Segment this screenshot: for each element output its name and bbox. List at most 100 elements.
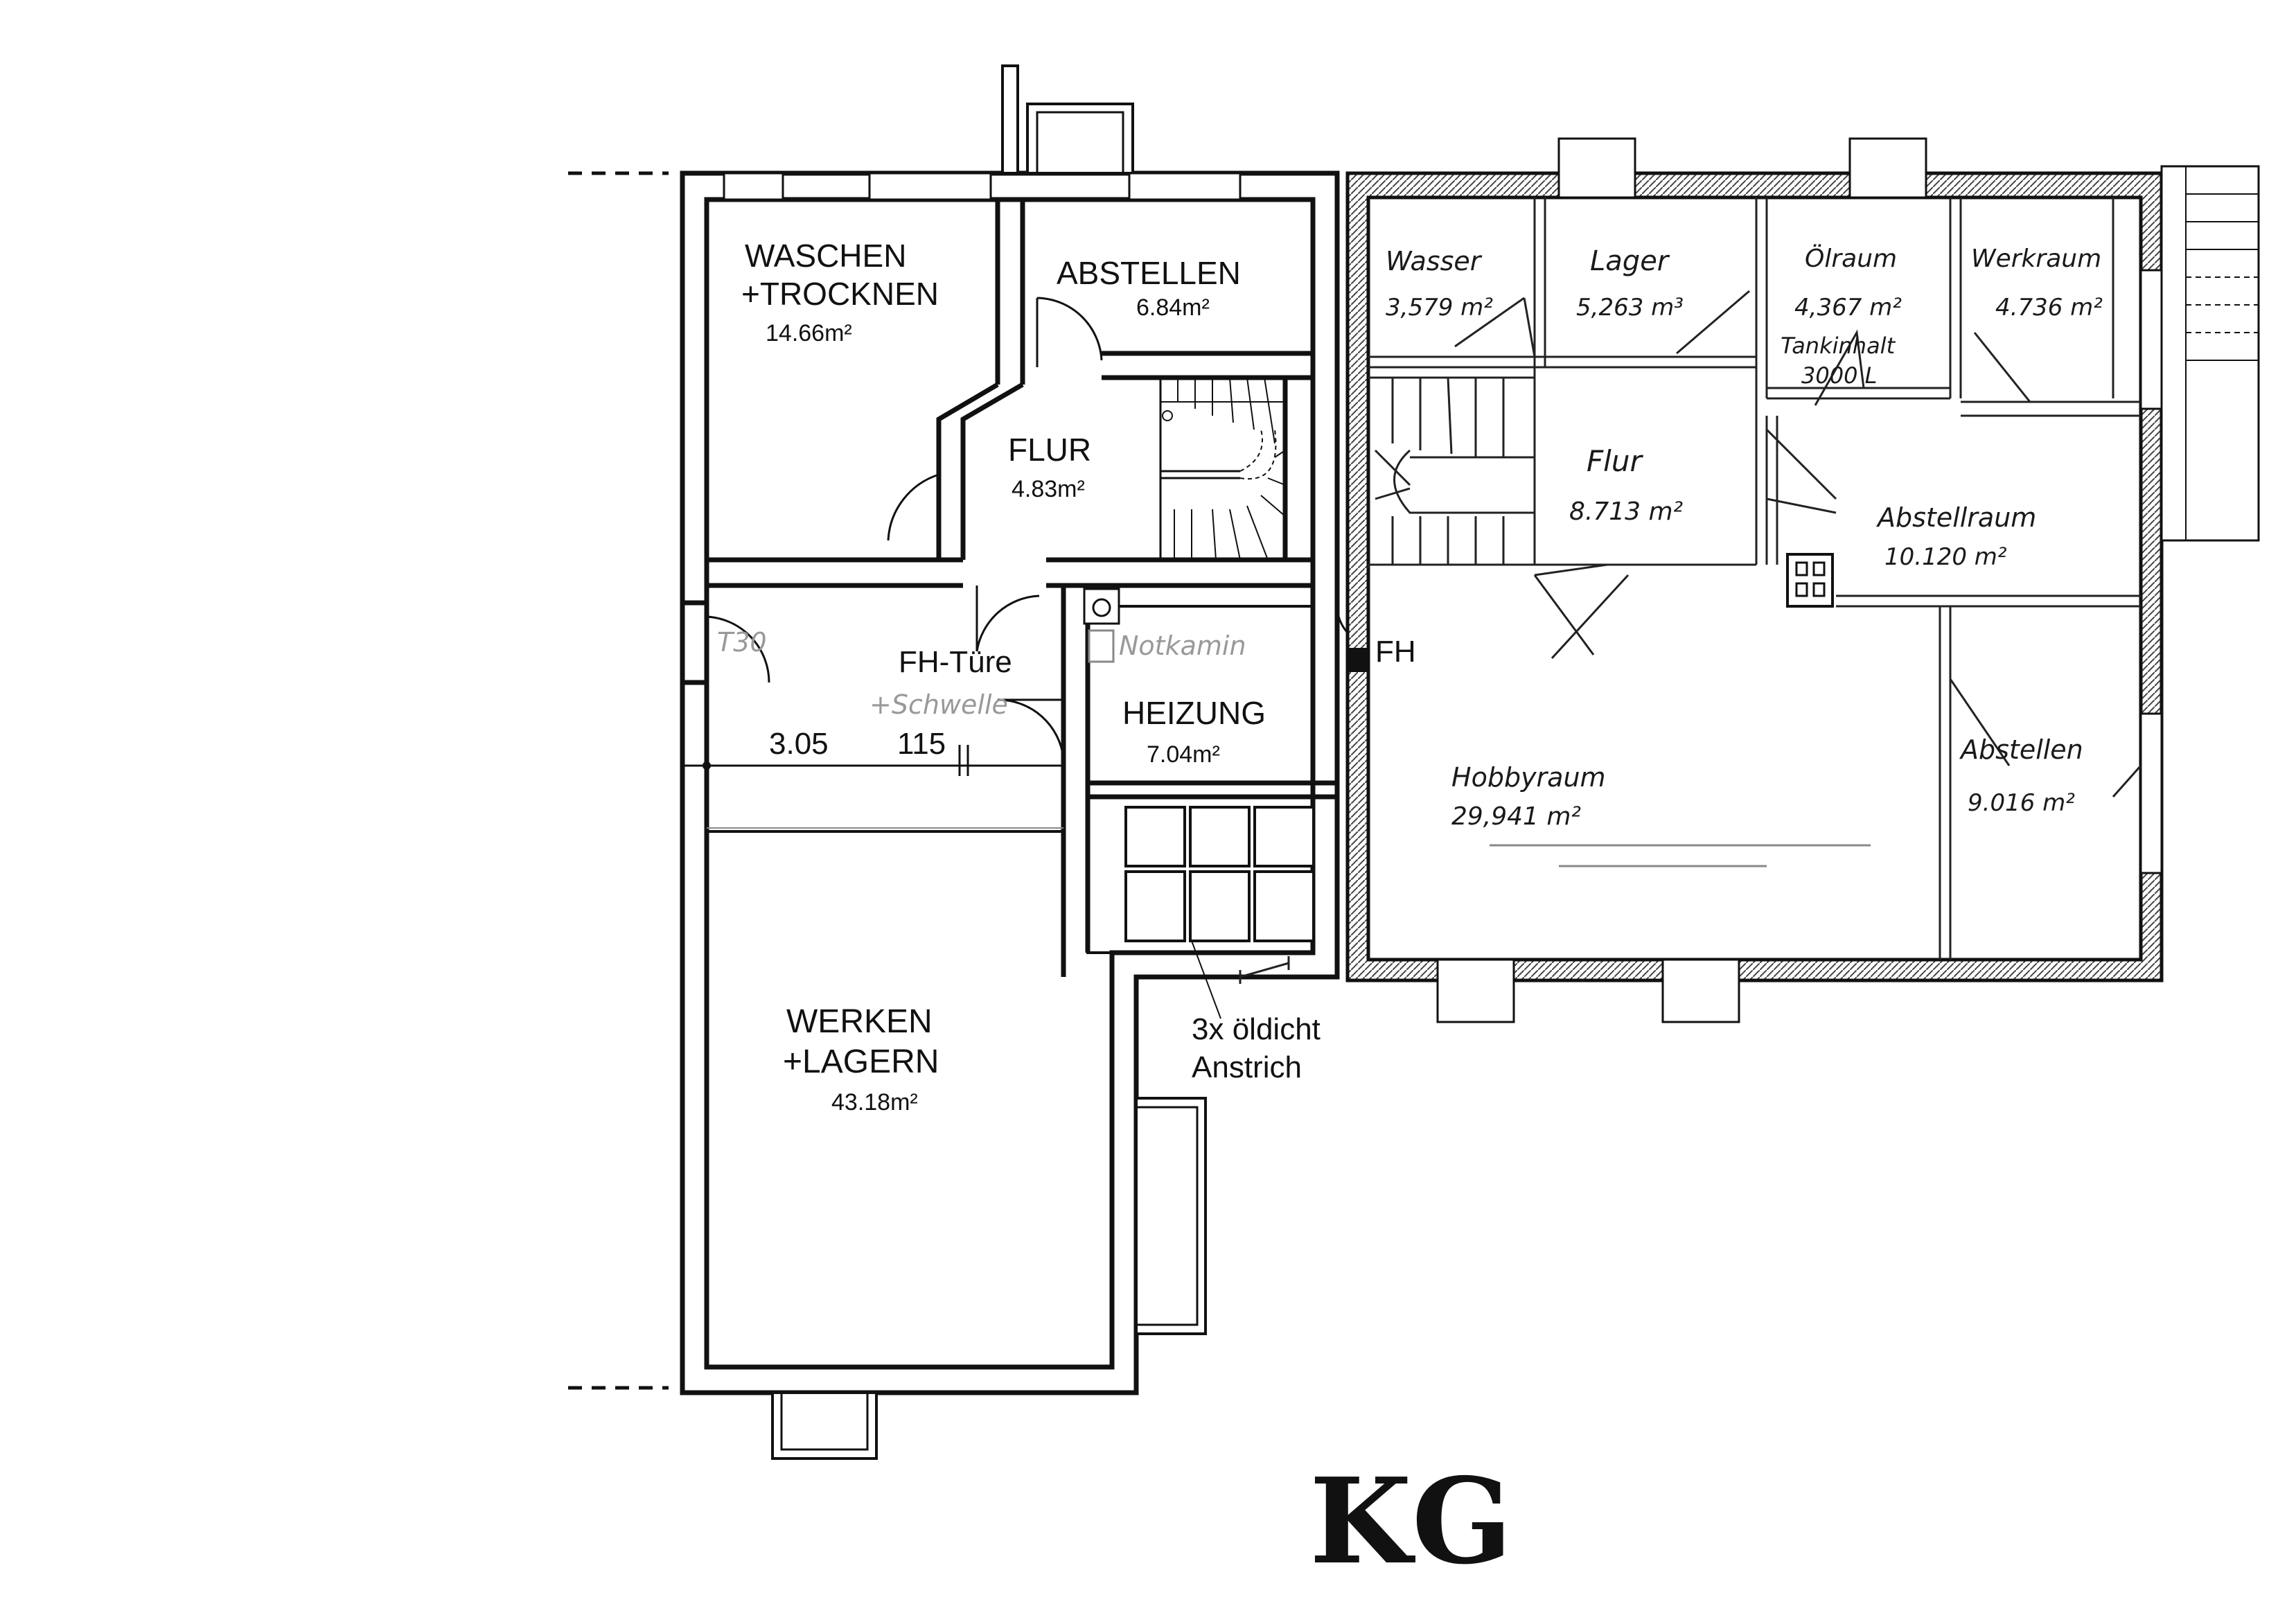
room-area-heizung: 7.04m² [1147,741,1220,768]
label-fh-tuere: FH-Türe [899,645,1012,679]
wall-stair [1282,378,1316,560]
plan-label-kg: KG [1309,1452,1512,1591]
wall-flur-angled [936,382,1024,560]
wall-flur-bottom [1046,557,1313,588]
room-area-lager: 5,263 m³ [1576,294,1684,321]
tank-hand-line [1239,956,1290,984]
chimney-top [1001,64,1019,175]
room-name-flur2: Flur [1587,444,1643,478]
window-top-lager [1557,137,1636,199]
window-inner-top [1036,111,1124,175]
hobby-smudge [1490,844,1871,867]
staircase-left [1159,376,1287,561]
door-waschen [887,473,940,547]
chimney-right-flue-4 [1812,582,1826,597]
room-name-waschen: WASCHEN [745,238,906,274]
room-area-abstellraum: 10.120 m² [1884,543,2007,571]
oil-coat-leader [1191,940,1221,1019]
wall-abstellraum [1765,416,2141,608]
room-name-waschen-2: +TROCKNEN [741,276,939,312]
label-oil-coat-1: 3x öldicht [1192,1012,1321,1046]
room-area-abstellen: 6.84m² [1136,294,1210,321]
door-werkraum [1973,332,2031,403]
door-fh-flur [975,585,1040,652]
room-name-hobbyraum: Hobbyraum [1451,762,1606,793]
label-notkamin: Notkamin [1119,631,1246,661]
room-name-flur: FLUR [1008,432,1091,468]
door-flur-right [1533,563,1630,660]
window-bottom-hobby-1 [1436,958,1515,1023]
dimension-305: 3.05 [769,727,829,761]
fh-door-block [1348,648,1368,672]
label-fh-right: FH [1375,635,1416,669]
room-area-hobbyraum: 29,941 m² [1451,802,1581,831]
room-area-werkraum: 4.736 m² [1995,294,2103,321]
dimension-line [682,745,1063,829]
room-name-heizung: HEIZUNG [1122,695,1266,731]
door-oelraum [1814,329,1865,406]
labels-left: WASCHEN +TROCKNEN 14.66m² ABSTELLEN 6.84… [717,238,1416,1116]
boiler-symbol [1083,588,1120,625]
door-abstellen-right [1949,678,2142,797]
wall-flur-right [1367,416,1758,568]
staircase-right [1368,376,1535,566]
window-top-abstellen-2 [1128,172,1242,201]
chimney-right-flue-3 [1812,561,1826,576]
oelraum-tank-2: 3000 L [1801,362,1877,389]
wall-corridor-left [682,600,709,685]
door-abstellen [1036,297,1103,367]
wall-waschen-right [995,200,1025,385]
room-name-werken: WERKEN [786,1003,933,1040]
left-wing [568,64,1366,1460]
label-oil-coat-2: Anstrich [1192,1050,1302,1084]
label-schwelle: +Schwelle [869,689,1008,720]
window-inner-right [1135,1106,1199,1326]
room-name-wasser: Wasser [1386,246,1483,276]
chimney-right-flue-1 [1795,561,1808,576]
room-name-oelraum: Ölraum [1805,244,1897,273]
right-wing [1345,137,2260,1023]
outer-wall-left [680,170,1340,1395]
window-top-waschen-2 [868,172,992,201]
window-bottom-hobby-2 [1661,958,1740,1023]
room-area-oelraum: 4,367 m² [1794,294,1902,321]
room-area-wasser: 3,579 m² [1386,294,1493,321]
dimension-115: 115 [897,727,946,761]
notkamin-symbol [1088,629,1115,663]
chimney-right-flue-2 [1795,582,1808,597]
window-inner-bottom [780,1391,869,1451]
room-area-waschen: 14.66m² [766,320,852,346]
wall-abstellen-bottom [1102,351,1313,380]
window-top-abstellen [1026,103,1134,175]
window-right-werken [1135,1097,1207,1335]
exterior-stairs [2160,165,2260,542]
room-name-abstellraum: Abstellraum [1875,502,2036,533]
wall-heizung [1061,585,1090,977]
room-name-lager: Lager [1590,245,1670,277]
wall-abstellen-right [1939,606,1952,960]
room-name-werkraum: Werkraum [1971,245,2101,273]
room-area-flur2: 8.713 m² [1569,497,1683,526]
window-top-oelraum [1848,137,1927,199]
door-t30 [705,615,770,683]
door-wasser [1454,297,1536,358]
window-top-waschen [723,172,784,201]
room-name-abstellen: ABSTELLEN [1057,255,1241,291]
room-area-flur: 4.83m² [1012,476,1085,502]
room-name-werken-2: +LAGERN [783,1043,939,1080]
room-name-abstellen2: Abstellen [1959,734,2083,765]
oelraum-tank-1: Tankinhalt [1781,333,1896,359]
door-lager [1676,290,1750,355]
wall-waschen-bottom [707,557,963,588]
label-t30: T30 [717,627,767,658]
room-area-werken: 43.18m² [831,1089,918,1116]
door-fh-corridor [997,698,1065,759]
boiler-circle [1092,598,1111,617]
chimney-right [1786,553,1834,608]
partition-top-row [1368,197,2141,565]
room-area-abstellen2: 9.016 m² [1968,789,2075,817]
oil-tanks [1124,806,1315,942]
window-right-abstellen [2139,712,2163,874]
window-right-werkraum [2139,269,2163,410]
